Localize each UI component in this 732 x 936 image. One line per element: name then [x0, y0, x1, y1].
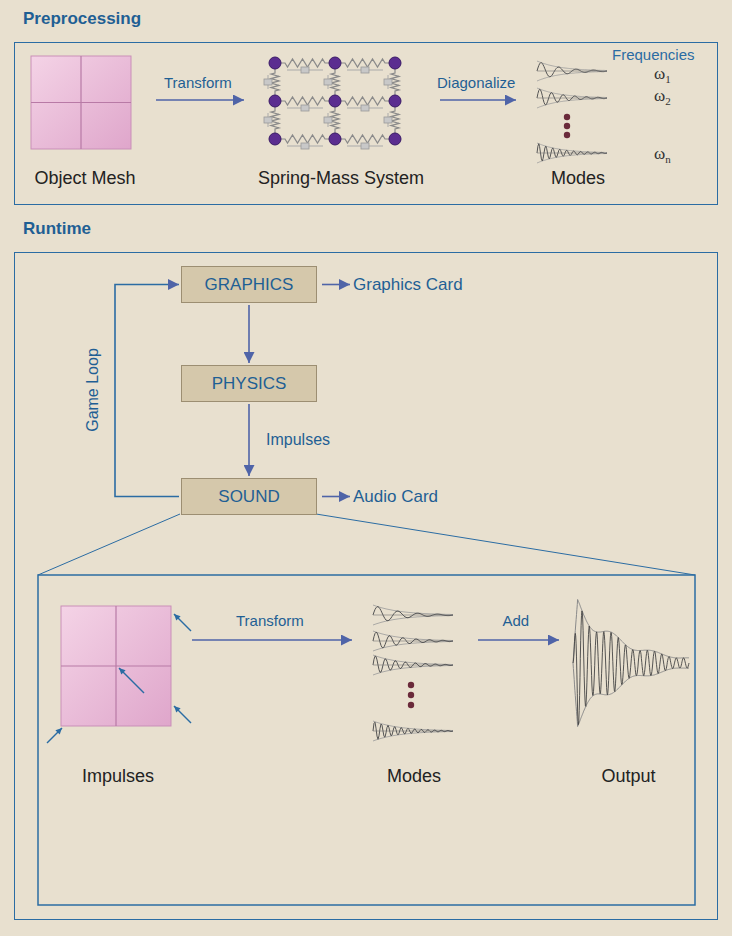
process-box: GRAPHICS — [181, 266, 317, 303]
process-box: PHYSICS — [181, 365, 317, 402]
edge-label: Add — [503, 612, 530, 629]
flow-arrow — [192, 639, 352, 641]
figure-label: Object Mesh — [19, 168, 151, 189]
flow-arrow — [248, 305, 250, 363]
figure-label: Modes — [519, 168, 637, 189]
edge-label: Diagonalize — [437, 74, 515, 91]
impulses-figure-art — [49, 596, 187, 791]
flow-arrow — [322, 284, 350, 286]
flow-arrow — [322, 496, 350, 498]
edge-label: Game Loop — [84, 348, 102, 432]
output-figure: Output — [562, 579, 695, 791]
output-figure-art — [562, 579, 695, 791]
frequency-symbol: ωn — [654, 144, 671, 165]
flow-arrow — [248, 404, 250, 476]
panel-heading: Preprocessing — [23, 9, 141, 29]
box-label: GRAPHICS — [205, 275, 294, 295]
flow-arrow — [478, 639, 559, 641]
edge-label: Impulses — [266, 431, 330, 449]
box-label: SOUND — [218, 487, 279, 507]
object-mesh: Object Mesh — [19, 51, 151, 193]
panel-frame: PreprocessingObject MeshSpring-Mass Syst… — [14, 42, 718, 205]
figure-label: Spring-Mass System — [247, 168, 435, 189]
device-label: Audio Card — [353, 487, 438, 507]
frequency-symbol: ω1 — [654, 64, 671, 85]
modes-figure: Modes — [355, 596, 473, 791]
process-box: SOUND — [181, 478, 317, 515]
modes-figure: Modes — [519, 51, 637, 193]
flow-arrow — [440, 99, 516, 101]
edge-label: Transform — [236, 612, 304, 629]
output-device: Audio Card — [353, 485, 483, 509]
flow-arrow — [156, 99, 244, 101]
zoom-line — [316, 514, 695, 575]
frequency-symbol: ω2 — [654, 86, 671, 107]
flow-arrow — [115, 285, 179, 497]
zoom-line — [38, 514, 180, 575]
impulses-figure: Impulses — [49, 596, 187, 791]
edge-label: Transform — [164, 74, 232, 91]
output-device: Graphics Card — [353, 273, 503, 297]
figure-label: Output — [562, 766, 695, 787]
figure-label: Impulses — [49, 766, 187, 787]
frequencies-label: Frequencies — [612, 46, 695, 63]
zoom-panel — [38, 575, 695, 905]
spring-mass: Spring-Mass System — [247, 51, 435, 193]
figure-label: Modes — [355, 766, 473, 787]
modes-figure-art — [355, 596, 473, 791]
panel-frame: RuntimeGRAPHICSGraphics CardPHYSICSSOUND… — [14, 252, 718, 920]
panel-heading: Runtime — [23, 219, 91, 239]
box-label: PHYSICS — [212, 374, 287, 394]
device-label: Graphics Card — [353, 275, 463, 295]
